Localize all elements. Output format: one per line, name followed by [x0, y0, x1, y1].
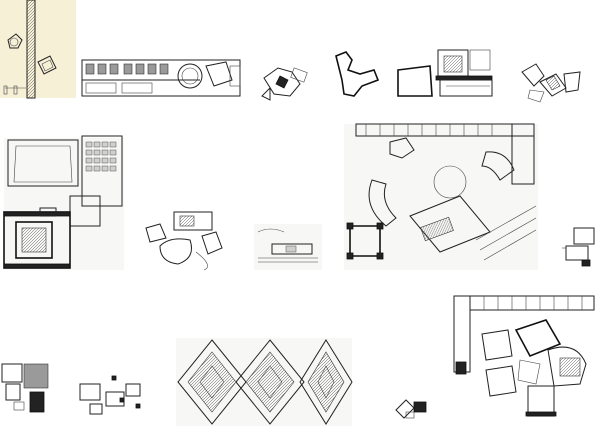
- plan-courtyard-complex: [3, 135, 124, 270]
- plan-small-right: [562, 227, 595, 267]
- plan-branching-outline: [335, 51, 380, 97]
- plan-diamond-triplet: [176, 338, 353, 426]
- plan-tiny-fragment: [395, 399, 427, 419]
- plan-wedge-block: [397, 49, 493, 97]
- plan-large-complex: [453, 295, 595, 417]
- plan-star-cluster: [261, 67, 308, 101]
- plan-campus-masterplan: [344, 123, 538, 270]
- plan-exploded-cluster: [521, 63, 581, 103]
- plan-parchment-strip: [0, 0, 76, 99]
- plan-linear-site: [254, 224, 322, 270]
- plan-scattered-squares: [79, 375, 141, 415]
- plan-small-left: [1, 363, 49, 413]
- plan-curved-satellite: [145, 211, 223, 271]
- plan-long-row: [81, 59, 241, 97]
